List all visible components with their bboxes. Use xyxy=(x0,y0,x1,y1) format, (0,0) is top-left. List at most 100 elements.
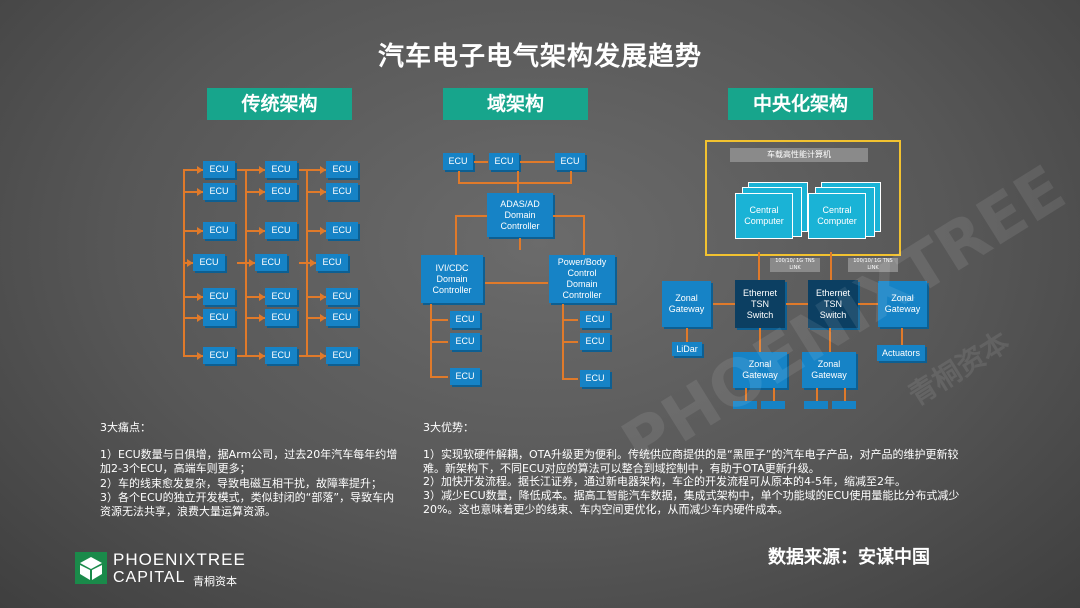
arrow-right-icon xyxy=(259,227,265,235)
traditional-ecu: ECU xyxy=(203,288,235,305)
connector xyxy=(745,388,747,401)
connector xyxy=(245,296,265,298)
arrow-right-icon xyxy=(197,352,203,360)
arrow-right-icon xyxy=(197,293,203,301)
sensor-chip xyxy=(761,401,785,409)
connector xyxy=(570,171,572,183)
power-body-domain-controller: Power/Body Control Domain Controller xyxy=(549,255,615,303)
domain-ivi-ecu: ECU xyxy=(450,311,480,328)
domain-power-ecu: ECU xyxy=(580,311,610,328)
traditional-ecu: ECU xyxy=(326,288,358,305)
actuators-box: Actuators xyxy=(877,345,925,361)
ethernet-switch-left: Ethernet TSN Switch xyxy=(735,280,785,328)
connector xyxy=(245,230,265,232)
connector xyxy=(245,317,265,319)
traditional-ecu: ECU xyxy=(316,254,348,271)
zonal-gateway-left: Zonal Gateway xyxy=(662,281,711,327)
pain-point-item: 2）车的线束愈发复杂，导致电磁互相干扰，故障率提升； xyxy=(100,477,382,490)
connector xyxy=(844,388,846,401)
arrow-right-icon xyxy=(320,314,326,322)
traditional-ecu: ECU xyxy=(326,347,358,364)
connector xyxy=(306,191,326,193)
connector xyxy=(758,252,760,280)
traditional-ecu: ECU xyxy=(326,309,358,326)
arrow-right-icon xyxy=(320,352,326,360)
traditional-ecu: ECU xyxy=(326,222,358,239)
connector xyxy=(553,215,585,217)
central-computer-right: Central Computer xyxy=(808,193,866,239)
traditional-ecu: ECU xyxy=(265,288,297,305)
connector xyxy=(306,169,326,171)
connector xyxy=(306,230,326,232)
connector xyxy=(458,182,572,184)
connector xyxy=(237,355,245,357)
connector xyxy=(858,303,878,305)
connector xyxy=(482,282,548,284)
pain-point-item: 3）各个ECU的独立开发模式，类似封闭的“部落”，导致车内资源无法共享，浪费大量… xyxy=(100,491,395,518)
traditional-ecu: ECU xyxy=(326,161,358,178)
zonal-gateway-bottom-right: Zonal Gateway xyxy=(802,352,856,388)
domain-top-ecu: ECU xyxy=(489,153,519,170)
connector xyxy=(299,355,306,357)
connector xyxy=(183,296,203,298)
connector xyxy=(520,161,554,163)
traditional-ecu: ECU xyxy=(326,183,358,200)
connector xyxy=(299,262,306,264)
advantages-heading: 3大优势： xyxy=(423,421,474,434)
connector xyxy=(430,341,448,343)
connector xyxy=(773,388,775,401)
logo-name-line1: PHOENIXTREE xyxy=(113,550,246,569)
advantage-item: 3）减少ECU数量，降低成本。据高工智能汽车数据，集成式架构中，单个功能域的EC… xyxy=(423,489,960,516)
connector xyxy=(901,328,903,345)
ivi-domain-controller: IVI/CDC Domain Controller xyxy=(421,255,483,303)
connector xyxy=(686,328,688,342)
arrow-right-icon xyxy=(259,314,265,322)
sensor-chip xyxy=(804,401,828,409)
connector xyxy=(237,169,245,171)
domain-ivi-ecu: ECU xyxy=(450,333,480,350)
advantage-item: 2）加快开发流程。据长江证券，通过新电器架构，车企的开发流程可从原本的4-5年，… xyxy=(423,475,906,488)
pain-point-item: 1）ECU数量与日俱增，据Arm公司，过去20年汽车每年约增加2-3个ECU，高… xyxy=(100,448,398,475)
arrow-right-icon xyxy=(310,259,316,267)
domain-top-ecu: ECU xyxy=(443,153,473,170)
connector xyxy=(562,341,578,343)
connector xyxy=(759,328,761,352)
pain-points-heading: 3大痛点： xyxy=(100,421,151,434)
arrow-right-icon xyxy=(249,259,255,267)
adas-domain-controller: ADAS/AD Domain Controller xyxy=(487,193,553,237)
connector xyxy=(299,169,306,171)
traditional-ecu: ECU xyxy=(265,161,297,178)
connector xyxy=(474,161,488,163)
connector xyxy=(430,304,432,377)
connector xyxy=(711,303,735,305)
traditional-ecu: ECU xyxy=(265,222,297,239)
traditional-ecu: ECU xyxy=(203,161,235,178)
zonal-gateway-bottom-left: Zonal Gateway xyxy=(733,352,787,388)
domain-power-ecu: ECU xyxy=(580,333,610,350)
arrow-right-icon xyxy=(259,293,265,301)
traditional-ecu: ECU xyxy=(203,183,235,200)
traditional-ecu: ECU xyxy=(255,254,287,271)
domain-ivi-ecu: ECU xyxy=(450,368,480,385)
connector xyxy=(183,230,203,232)
traditional-ecu: ECU xyxy=(265,183,297,200)
connector xyxy=(830,252,832,280)
arrow-right-icon xyxy=(320,188,326,196)
connector xyxy=(306,296,326,298)
connector xyxy=(583,215,585,255)
connector xyxy=(786,303,808,305)
traditional-ecu: ECU xyxy=(193,254,225,271)
vehicle-computer-frame xyxy=(705,140,901,256)
connector xyxy=(183,355,203,357)
traditional-ecu: ECU xyxy=(203,347,235,364)
connector xyxy=(430,319,448,321)
link-label: 100/10/ 1G TNS LINK xyxy=(770,258,820,272)
arrow-right-icon xyxy=(187,259,193,267)
link-label: 100/10/ 1G TNS LINK xyxy=(848,258,898,272)
connector xyxy=(430,376,448,378)
traditional-ecu: ECU xyxy=(203,222,235,239)
connector xyxy=(562,319,578,321)
arrow-right-icon xyxy=(259,352,265,360)
page-title: 汽车电子电气架构发展趋势 xyxy=(377,42,702,72)
connector xyxy=(245,355,265,357)
